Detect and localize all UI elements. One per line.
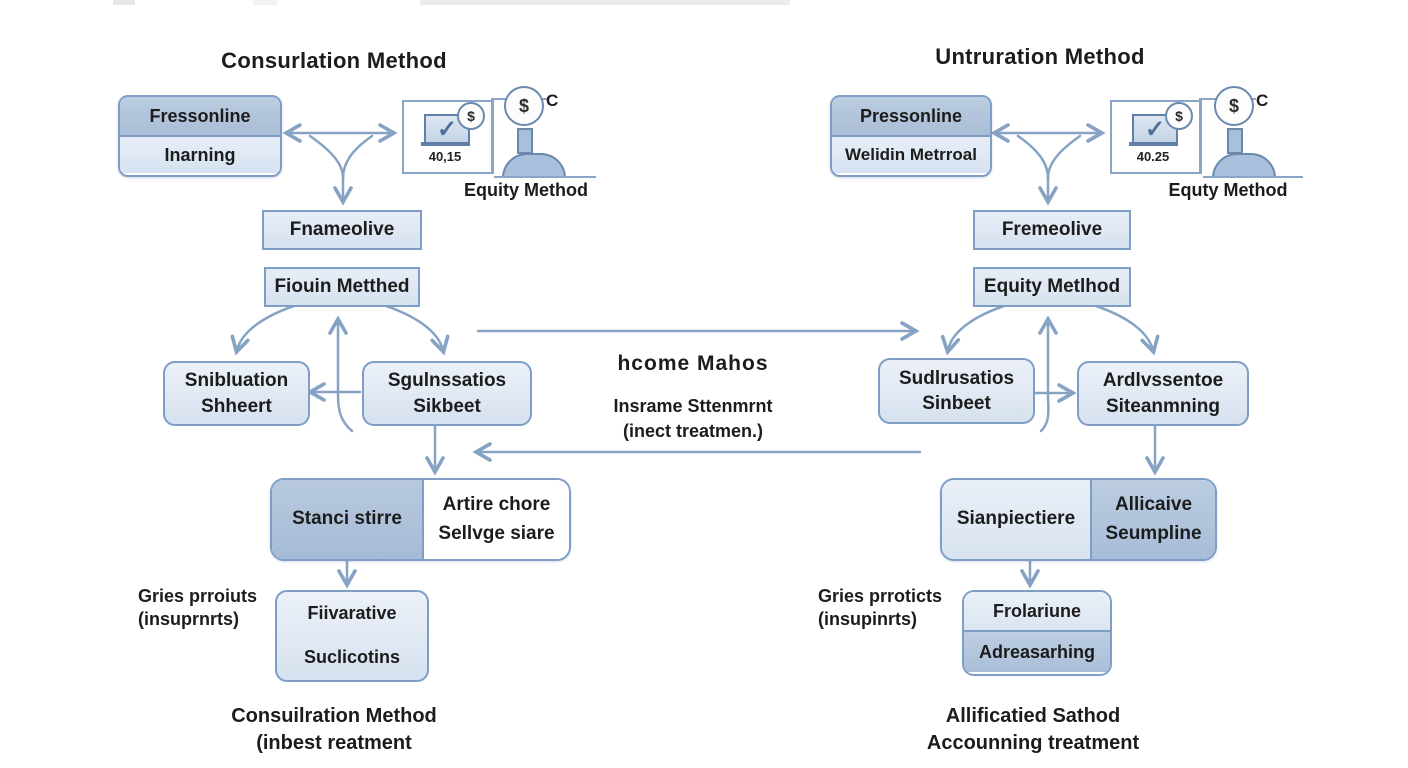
caption-line: Accounning treatment [926,732,1140,754]
box-line: Snibluation [184,370,289,392]
box-line: Allicaive [1114,494,1193,515]
figure-dome-icon [1212,153,1276,178]
dollar-coin-icon: $ [504,86,544,126]
box-line: Sianpiectiere [956,508,1076,530]
panel-divider [491,98,493,172]
arrow-right-to-sheet-right [1088,302,1160,356]
box-line: Stanci stirre [292,508,402,530]
left-split-right: Artire chore Sellvge siare [422,480,569,559]
right-note: Gries prroticts (insupinrts) [818,585,998,632]
left-parent-row1: Fressonline [120,97,280,137]
center-subtext: Insrame Sttenmrnt (inect treatmen.) [568,394,818,444]
dollar-coin-icon: $ [1214,86,1254,126]
box-line: Sinbeet [922,393,991,414]
right-sheet-box-right: Ardlvssentoe Siteanmning [1077,361,1249,426]
right-split-left: Sianpiectiere [942,480,1090,559]
note-line: (insuprnrts) [138,609,239,630]
box-line: Suclicotins [303,647,401,668]
left-parent-row2: Inarning [120,137,280,173]
dollar-coin-icon: $ [457,102,485,130]
panel-divider [1199,98,1201,172]
box-line: Siteanmning [1105,395,1220,417]
left-sheet-box-right: Sgulnssatios Sikbeet [362,361,532,426]
right-method-box: Equity Metlhod [973,267,1131,307]
right-parent-row2: Welidin Metrroal [832,137,990,173]
left-ownership-value: 40,15 [428,149,462,164]
figure-dome-icon [502,153,566,178]
center-sub-line: (inect treatmen.) [622,421,764,442]
checkmark-icon: ✓ [436,116,458,143]
box-line: Frolariune [964,592,1110,630]
monitor-base-icon [1129,142,1177,146]
top-edge-artifact [420,0,790,5]
left-split-box: Stanci stirre Artire chore Sellvge siare [270,478,571,561]
box-line: Artire chore [442,494,551,515]
note-line: Gries prroiuts [138,586,258,606]
c-label: C [1256,91,1269,110]
left-sheet-box-left: Snibluation Shheert [163,361,310,426]
left-title: Consurlation Method [221,48,447,73]
right-equity-label: Equty Method [1168,180,1288,200]
caption-line: Consuilration Method [231,705,437,727]
left-split-left: Stanci stirre [272,480,422,559]
left-method-box: Fiouin Metthed [264,267,420,307]
right-result-box: Frolariune Adreasarhing [962,590,1112,676]
box-line: Ardlvssentoe [1102,370,1224,392]
arrow-left-merge-a [308,134,345,180]
left-parent-box: Fressonline Inarning [118,95,282,177]
left-frame-box: Fnameolive [262,210,422,250]
box-line: Sudlrusatios [898,367,1015,389]
box-line: Sgulnssatios [387,370,507,392]
box-line: Seumpline [1105,522,1202,544]
right-caption: Allificatied Sathod Accounning treatment [883,703,1183,757]
right-parent-box: Pressonline Welidin Metrroal [830,95,992,177]
right-split-box: Sianpiectiere Allicaive Seumpline [940,478,1217,561]
arrow-right-merge-a [1016,134,1050,180]
box-line: Fiivarative [307,603,397,624]
right-title: Untruration Method [935,44,1145,69]
caption-line: Allificatied Sathod [945,705,1121,727]
arrow-right-merge-b [1046,134,1082,180]
arrow-left-to-sheet-left [230,302,302,356]
box-line: Sikbeet [413,395,481,417]
right-split-right: Allicaive Seumpline [1090,480,1215,559]
left-result-box: Fiivarative Suclicotins [275,590,429,682]
right-frame-box: Fremeolive [973,210,1131,250]
dollar-coin-icon: $ [1165,102,1193,130]
top-edge-artifact [253,0,277,5]
box-line: Adreasarhing [964,630,1110,672]
top-edge-artifact [113,0,135,5]
right-parent-row1: Pressonline [832,97,990,137]
caption-line: (inbest reatment [256,732,412,754]
left-equity-label: Equity Method [464,180,588,200]
panel-baseline [1203,176,1303,178]
figure-neck-icon [1227,128,1243,154]
right-sheet-box-left: Sudlrusatios Sinbeet [878,358,1035,424]
center-heading: hcome Mahos [617,352,769,375]
note-line: Gries prroticts [818,586,943,606]
arrow-left-up-to-method [328,315,354,433]
right-checkbox-monitor-icon: ✓ [1132,114,1178,146]
arrow-left-merge-b [341,134,374,180]
center-sub-line: Insrame Sttenmrnt [613,396,773,416]
checkmark-icon: ✓ [1144,116,1166,143]
arrow-left-to-sheet-right [378,302,450,356]
c-label: C [546,91,559,110]
monitor-base-icon [421,142,469,146]
box-line: Sellvge siare [438,522,555,544]
left-caption: Consuilration Method (inbest reatment [184,703,484,757]
panel-baseline [494,176,596,178]
arrow-right-up-to-method [1038,315,1058,433]
box-line: Shheert [201,395,272,417]
right-ownership-value: 40.25 [1136,149,1170,164]
left-note: Gries prroiuts (insuprnrts) [138,585,318,632]
figure-neck-icon [517,128,533,154]
arrow-right-to-sheet-left [940,302,1012,356]
note-line: (insupinrts) [818,609,917,630]
